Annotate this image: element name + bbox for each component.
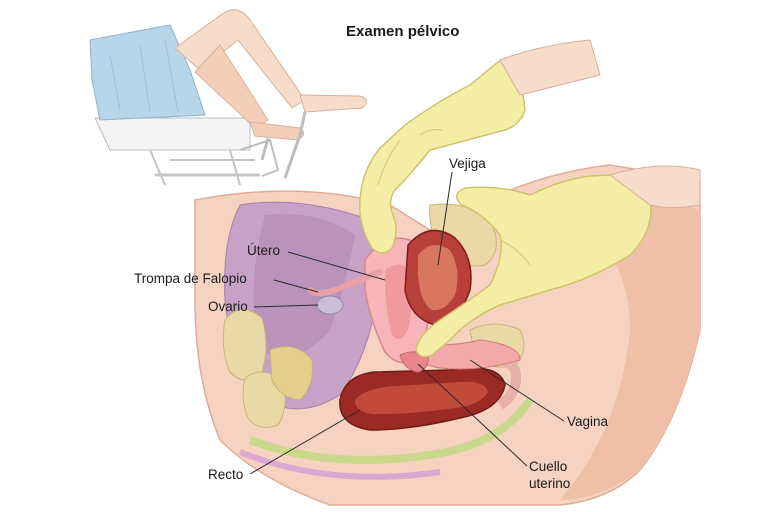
- fallopian-tube: [307, 269, 383, 296]
- label-trompa: Trompa de Falopio: [134, 271, 247, 286]
- leader-vejiga: [437, 171, 453, 266]
- leader-trompa: [273, 279, 319, 293]
- upper-gloved-hand: [359, 59, 526, 254]
- patient-on-exam-table-inset: [89, 9, 367, 186]
- leader-recto: [249, 409, 361, 475]
- label-utero: Útero: [247, 243, 280, 258]
- leader-ovario: [253, 304, 319, 308]
- leader-utero: [287, 251, 386, 281]
- label-vejiga: Vejiga: [449, 156, 486, 171]
- leader-vagina: [469, 359, 565, 422]
- label-cuello-line1: Cuello: [529, 459, 567, 474]
- label-recto: Recto: [208, 467, 243, 482]
- gloved-hands: [359, 39, 701, 358]
- label-vagina: Vagina: [567, 414, 609, 429]
- label-cuello-line2: uterino: [529, 476, 570, 491]
- labels: Vejiga Útero Trompa de Falopio Ovario Va…: [134, 156, 609, 491]
- leader-cuello: [417, 363, 528, 467]
- diagram-title: Examen pélvico: [346, 23, 459, 40]
- lower-gloved-hand: [415, 173, 652, 358]
- ovary-organ: [316, 295, 344, 315]
- label-ovario: Ovario: [208, 299, 248, 314]
- organs: [307, 229, 521, 431]
